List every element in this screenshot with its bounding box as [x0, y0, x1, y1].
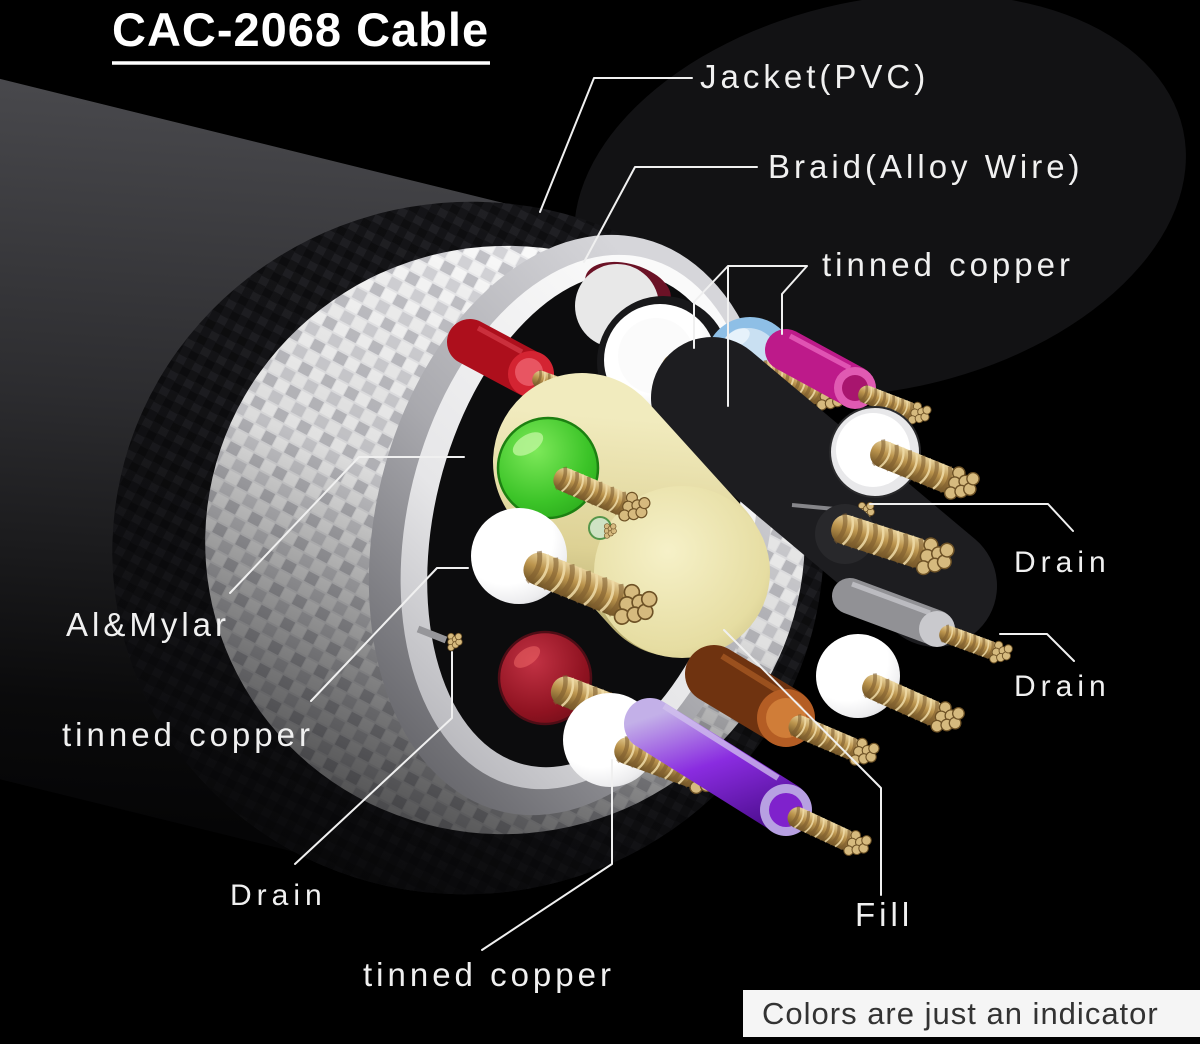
drain-bundle	[815, 504, 957, 582]
label-braid: Braid(Alloy Wire)	[768, 148, 1084, 185]
label-jacket: Jacket(PVC)	[700, 58, 929, 95]
leader-jacket	[539, 77, 693, 213]
label-fill: Fill	[855, 896, 913, 933]
wire-magenta	[765, 329, 935, 431]
leader-fill	[723, 629, 882, 896]
label-tinned-copper-bottom: tinned copper	[363, 956, 615, 993]
wire-purple	[624, 698, 876, 864]
color-note: Colors are just an indicator	[743, 990, 1200, 1037]
wire-dark-red	[497, 630, 675, 749]
leader-tinned-copper-left	[310, 567, 469, 702]
wire-white-right	[816, 634, 969, 742]
leader-drain-upper	[869, 503, 1074, 532]
diagram-text: CAC-2068 Cable Jacket(PVC) Braid(Alloy W…	[62, 3, 1111, 993]
page-title: CAC-2068 Cable	[112, 3, 489, 56]
label-drain-upper: Drain	[1014, 546, 1111, 579]
label-tinned-copper-left: tinned copper	[62, 716, 314, 753]
label-drain-lower: Drain	[1014, 670, 1111, 703]
wire-red	[447, 319, 606, 413]
wire-white-mid	[471, 508, 660, 634]
leader-tinned-copper-bottom	[481, 759, 613, 951]
wire-tiny	[588, 516, 617, 540]
label-drain-bottom: Drain	[230, 879, 327, 912]
drain-small-left	[416, 625, 463, 652]
leader-drain-bottom	[294, 651, 453, 865]
color-note-text: Colors are just an indicator	[762, 995, 1159, 1031]
leader-lines	[229, 77, 1075, 951]
leader-braid	[583, 166, 758, 263]
drain-gray-wire	[832, 578, 1016, 670]
leader-tinned-copper-top	[693, 265, 808, 407]
label-al-mylar: Al&Mylar	[66, 606, 230, 643]
leader-al-mylar	[229, 456, 465, 594]
wire-orange	[685, 645, 883, 774]
leader-drain-lower	[999, 633, 1075, 662]
label-tinned-copper-top: tinned copper	[822, 246, 1074, 283]
cable-render	[0, 0, 1186, 895]
